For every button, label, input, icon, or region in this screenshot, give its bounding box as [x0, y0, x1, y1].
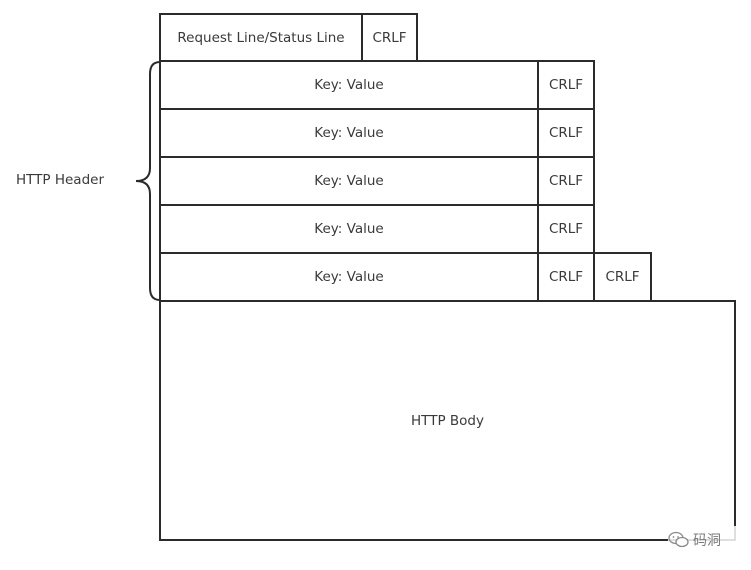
watermark-text: 码洞 — [693, 533, 721, 549]
wechat-icon — [668, 531, 689, 548]
header-row-2-crlf: CRLF — [537, 108, 595, 158]
header-row-1-key-value: Key: Value — [159, 60, 539, 110]
header-row-4-key-value: Key: Value — [159, 204, 539, 254]
header-row-5-crlf: CRLF — [537, 252, 595, 302]
header-end-crlf: CRLF — [593, 252, 652, 302]
header-row-1-crlf: CRLF — [537, 60, 595, 110]
http-body-box: HTTP Body — [159, 300, 736, 541]
header-row-2-key-value: Key: Value — [159, 108, 539, 158]
header-row-3-crlf: CRLF — [537, 156, 595, 206]
start-line-crlf-box: CRLF — [361, 13, 418, 62]
header-row-4-crlf: CRLF — [537, 204, 595, 254]
start-line-box: Request Line/Status Line — [159, 13, 363, 62]
header-row-3-key-value: Key: Value — [159, 156, 539, 206]
http-header-label: HTTP Header — [16, 172, 104, 188]
header-brace — [135, 61, 161, 301]
header-row-5-key-value: Key: Value — [159, 252, 539, 302]
watermark: 码洞 — [668, 526, 748, 554]
